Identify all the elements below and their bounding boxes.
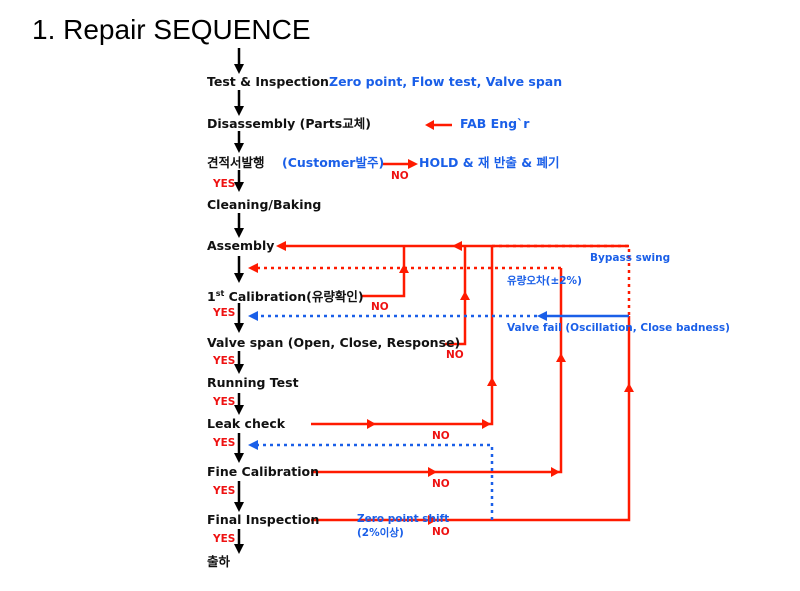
no-label-quotation: NO bbox=[391, 170, 409, 182]
arrow-fine-to-final bbox=[234, 481, 244, 512]
fab-engineer-note: FAB Eng`r bbox=[460, 116, 530, 131]
arrow-running-to-leak bbox=[234, 393, 244, 415]
page-title: 1. Repair SEQUENCE bbox=[32, 14, 311, 45]
no-label-calibration: NO bbox=[371, 301, 389, 313]
arrow-disassembly-to-quote bbox=[234, 131, 244, 153]
calibration-no-path bbox=[362, 246, 406, 298]
yes-label-final: YES bbox=[213, 533, 236, 545]
step-leak-check: Leak check bbox=[207, 416, 286, 431]
fail-arrowheads bbox=[276, 241, 634, 525]
arrow-assembly-to-calibration bbox=[234, 256, 244, 283]
step-test-inspection: Test & Inspection bbox=[207, 74, 329, 89]
test-items-note: Zero point, Flow test, Valve span bbox=[329, 74, 563, 89]
step-shipment: 출하 bbox=[207, 554, 231, 569]
no-label-fine: NO bbox=[432, 478, 450, 490]
arrow-test-to-disassembly bbox=[234, 90, 244, 116]
yes-label-valvespan: YES bbox=[213, 355, 236, 367]
yes-label-leak: YES bbox=[213, 437, 236, 449]
step-calibration-suffix: st bbox=[215, 289, 225, 298]
bypass-swing-note: Bypass swing bbox=[590, 252, 671, 264]
step-fine-calibration: Fine Calibration bbox=[207, 464, 320, 479]
fine-no-path bbox=[311, 268, 563, 474]
step-running-test: Running Test bbox=[207, 375, 299, 390]
no-label-valvespan: NO bbox=[446, 349, 464, 361]
step-disassembly: Disassembly (Parts교체) bbox=[207, 116, 371, 131]
valvespan-no-path bbox=[445, 246, 467, 346]
fab-engineer-arrow bbox=[425, 120, 452, 130]
step-cleaning-baking: Cleaning/Baking bbox=[207, 197, 322, 212]
step-final-inspection: Final Inspection bbox=[207, 512, 320, 527]
arrow-title-to-test bbox=[234, 48, 244, 74]
arrow-cleaning-to-assembly bbox=[234, 213, 244, 238]
dotted-red-paths bbox=[256, 244, 631, 316]
yes-label-fine: YES bbox=[213, 485, 236, 497]
arrow-calibration-to-valvespan bbox=[234, 303, 244, 333]
step-first-calibration: 1st Calibration(유량확인) bbox=[207, 286, 364, 305]
bypass-swing-dotted bbox=[492, 244, 631, 316]
valve-fail-path bbox=[248, 311, 629, 321]
flow-error-note: 유량오차(±2%) bbox=[507, 275, 582, 287]
yes-label-running: YES bbox=[213, 396, 236, 408]
step-calibration-text: Calibration(유량확인) bbox=[224, 289, 364, 305]
valve-fail-note: Valve fail (Oscillation, Close badness) bbox=[507, 322, 730, 334]
no-label-final: NO bbox=[432, 526, 450, 538]
step-calibration-number: 1 bbox=[207, 289, 216, 305]
customer-order-note: (Customer발주) bbox=[282, 155, 385, 170]
arrow-valvespan-to-running bbox=[234, 351, 244, 374]
yes-label-calibration: YES bbox=[213, 307, 236, 319]
step-valve-span: Valve span (Open, Close, Response) bbox=[207, 335, 461, 350]
arrow-leak-to-fine bbox=[234, 433, 244, 463]
quote-no-arrow bbox=[383, 159, 418, 169]
arrow-quote-to-cleaning bbox=[234, 170, 244, 192]
arrow-final-to-ship bbox=[234, 529, 244, 554]
step-assembly: Assembly bbox=[207, 238, 275, 253]
no-label-leak: NO bbox=[432, 430, 450, 442]
main-flow-arrows bbox=[234, 48, 244, 554]
zero-shift-note-line1: Zero point shift bbox=[357, 513, 450, 525]
hold-note: HOLD & 재 반출 & 폐기 bbox=[419, 155, 560, 170]
yes-label-quotation: YES bbox=[213, 178, 236, 190]
zero-shift-note-line2: (2%이상) bbox=[357, 527, 404, 539]
flow-error-arrowhead bbox=[248, 263, 258, 273]
step-quotation: 견적서발행 bbox=[207, 155, 265, 170]
zero-shift-path bbox=[248, 440, 494, 520]
